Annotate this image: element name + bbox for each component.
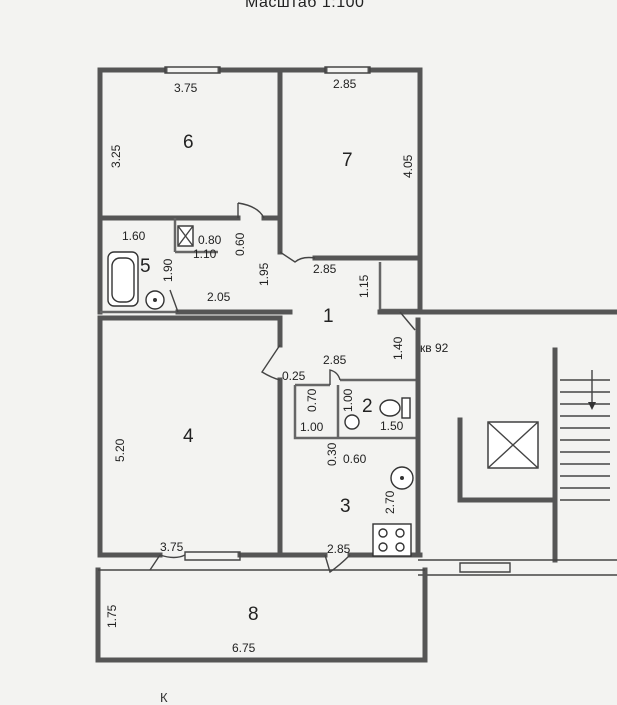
room-1-label: 1 [323, 306, 334, 327]
dim-wc-depth: 1.10 [193, 247, 217, 261]
dimensions: 3.75 3.25 2.85 4.05 1.60 0.80 0.60 1.10 … [105, 77, 449, 655]
room-4-label: 4 [183, 426, 194, 447]
dim-niche-depth: 0.70 [305, 388, 319, 412]
dim-entry-width: 1.40 [391, 336, 405, 360]
room-5-label: 5 [140, 256, 151, 277]
dim-niche: 0.25 [282, 369, 306, 383]
room-7-label: 7 [342, 150, 353, 171]
doors [149, 202, 416, 574]
room-3-label: 3 [340, 496, 351, 517]
dim-wc2-width: 1.00 [300, 420, 324, 434]
footer-text: К [160, 690, 168, 705]
dim-r4-height: 5.20 [113, 438, 127, 462]
dim-corridor-depth: 1.15 [357, 274, 371, 298]
walls [95, 66, 617, 663]
toilet-icon [379, 399, 401, 417]
dim-r6-height: 3.25 [109, 144, 123, 168]
fixtures [107, 225, 610, 557]
room-numbers: 6 7 5 1 2 4 3 8 [140, 132, 373, 625]
dim-corridor-width: 2.85 [313, 262, 337, 276]
dim-hall-height: 1.95 [257, 262, 271, 286]
dim-r7-height: 4.05 [401, 154, 415, 178]
staircase-icon [560, 370, 610, 501]
dim-r7-width: 2.85 [333, 77, 357, 91]
apartment-label: кв 92 [420, 341, 449, 355]
dim-hall-width: 2.05 [207, 290, 231, 304]
scale-title: Масштаб 1:100 [245, 0, 365, 11]
dim-kitchen-depth: 2.70 [383, 490, 397, 514]
wash-basin-icon [344, 414, 360, 430]
dim-balcony-width: 6.75 [232, 641, 256, 655]
dim-wc-door: 0.60 [233, 232, 247, 256]
dim-wc-width: 0.80 [198, 233, 222, 247]
dim-r4-width: 3.75 [160, 540, 184, 554]
dim-r6-width: 3.75 [174, 81, 198, 95]
dim-hall2-width: 2.85 [323, 353, 347, 367]
dim-small-1: 0.30 [325, 442, 339, 466]
dim-small-2: 0.60 [343, 452, 367, 466]
room-6-label: 6 [183, 132, 194, 153]
dim-balcony-depth: 1.75 [105, 604, 119, 628]
dim-wc2-length: 1.50 [380, 419, 404, 433]
stove-icon [372, 523, 412, 557]
dim-kitchen-width: 2.85 [327, 542, 351, 556]
dim-bath-width: 1.60 [122, 229, 146, 243]
room-8-label: 8 [248, 604, 259, 625]
dim-bath-depth: 1.90 [161, 258, 175, 282]
room-2-label: 2 [362, 396, 373, 417]
dim-wc2-depth: 1.00 [341, 388, 355, 412]
